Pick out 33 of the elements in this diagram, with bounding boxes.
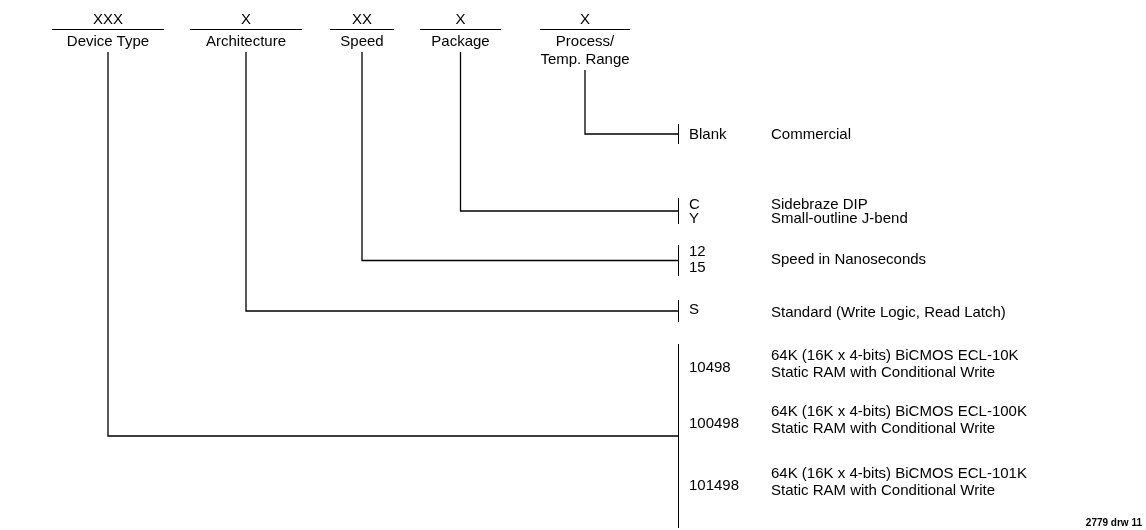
option-description: Speed in Nanoseconds <box>771 250 927 267</box>
option-code: 12 <box>689 242 706 259</box>
option-description: Standard (Write Logic, Read Latch) <box>771 303 1006 320</box>
option-code: Y <box>689 209 699 226</box>
drawing-number: 2779 drw 11 <box>1085 517 1142 528</box>
connector-line <box>361 51 679 262</box>
code-placeholder: XXX <box>92 10 124 29</box>
field-name: Package <box>430 31 491 50</box>
option-code: 10498 <box>689 358 731 375</box>
option-code: 100498 <box>689 414 740 431</box>
option-description: 64K (16K x 4-bits) BiCMOS ECL-101K Static RAM with Conditional Write <box>771 464 1028 498</box>
field-name: Process/ Temp. Range <box>540 31 630 68</box>
field-name: Speed <box>339 31 385 50</box>
option-description: Commercial <box>771 125 851 142</box>
code-placeholder: X <box>240 10 252 29</box>
option-code: 15 <box>689 258 706 275</box>
code-placeholder: XX <box>351 10 373 29</box>
option-code: S <box>689 300 699 317</box>
option-description: 64K (16K x 4-bits) BiCMOS ECL-10K Static RAM with Conditional Write <box>771 346 1020 380</box>
connector-line <box>245 51 679 312</box>
option-description: Small-outline J-bend <box>771 209 908 226</box>
connector-line <box>107 51 679 437</box>
option-code: 101498 <box>689 476 740 493</box>
option-description: 64K (16K x 4-bits) BiCMOS ECL-100K Static RAM with Conditional Write <box>771 402 1028 436</box>
code-placeholder: X <box>454 10 467 29</box>
connector-line <box>459 51 679 212</box>
option-code: Blank <box>689 125 727 142</box>
code-placeholder: X <box>579 10 591 29</box>
connector-line <box>584 69 679 135</box>
field-name: Device Type <box>65 31 151 50</box>
field-name: Architecture <box>204 31 287 50</box>
option-description: Sidebraze DIP <box>771 195 868 212</box>
option-code: C <box>689 195 700 212</box>
